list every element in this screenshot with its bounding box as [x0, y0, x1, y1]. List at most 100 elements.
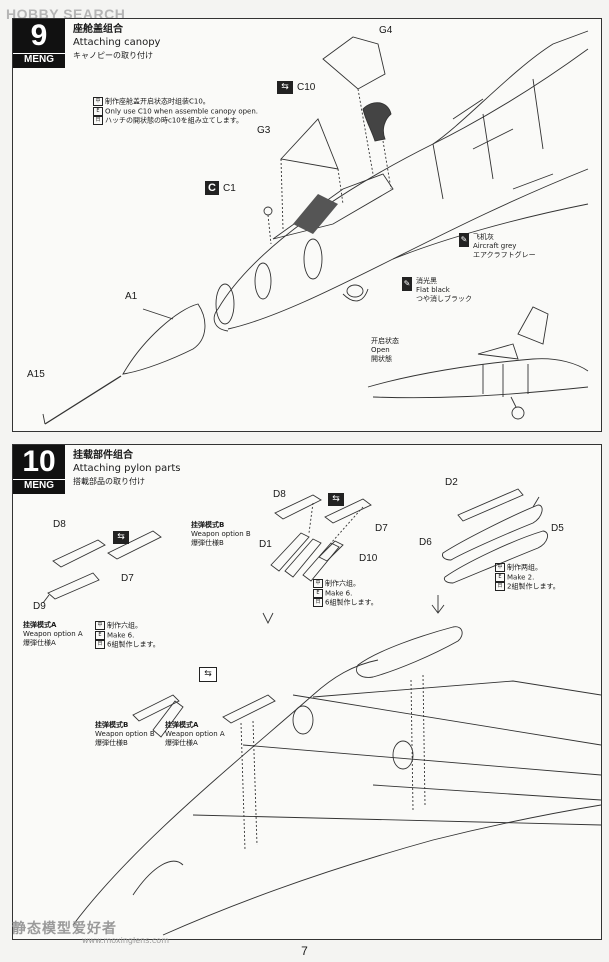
swap-arrows-icon: ⇆	[113, 531, 129, 544]
moxing-watermark: 静态模型爱好者	[12, 921, 117, 937]
part-d8-label: D8	[53, 519, 66, 530]
part-d8-label: D8	[273, 489, 286, 500]
part-c10-label: C10	[297, 82, 316, 93]
note-cn: 制作座舱盖开启状态时组装C10。	[105, 97, 210, 106]
note-cn: 制作六组。	[325, 579, 360, 588]
step-9-panel: 9 MENG 座舱盖组合 Attaching canopy キャノピーの取り付け	[12, 18, 602, 432]
part-d5-label: D5	[551, 523, 564, 534]
paint-flat-black: ✎ 消光黑 Flat black つや消しブラック	[402, 277, 472, 304]
weapon-option-a-label: 挂弹模式A Weapon option A 爆弾仕様A	[165, 721, 225, 748]
paint-brush-icon: ✎	[459, 233, 469, 247]
page-number: 7	[301, 944, 308, 958]
note-jp: 6組製作します。	[107, 640, 160, 649]
option-en: Weapon option B	[95, 730, 155, 738]
paint-cn: 飞机灰	[473, 233, 494, 241]
option-cn: 挂弹模式A	[165, 721, 199, 729]
part-d6-label: D6	[419, 537, 432, 548]
step-9-badge: 9 MENG	[13, 19, 65, 68]
title-jp: 搭載部品の取り付け	[73, 477, 145, 486]
step-10-panel: 10 MENG 挂载部件组合 Attaching pylon parts 搭載部…	[12, 444, 602, 940]
option-en: Weapon option A	[23, 630, 83, 638]
moxing-watermark-url: www.moxinglens.com	[82, 936, 169, 945]
paint-brush-icon: ✎	[402, 277, 412, 291]
swap-arrows-icon: ⇆	[199, 667, 217, 682]
part-d10-label: D10	[359, 553, 378, 564]
note-jp: 6組製作します。	[325, 598, 378, 607]
part-c1-label: C1	[223, 183, 236, 194]
note-jp: ハッチの開状態の時c10を組み立てします。	[105, 116, 244, 125]
title-en: Attaching pylon parts	[73, 463, 181, 474]
option-jp: 爆弾仕様B	[95, 739, 128, 747]
note-en: Only use C10 when assemble canopy open.	[105, 107, 259, 115]
note-box-icon: E	[313, 588, 323, 598]
paint-cn: 消光黑	[416, 277, 437, 285]
step-10-title: 挂载部件组合 Attaching pylon parts 搭載部品の取り付け	[73, 449, 181, 488]
note-cn: 制作两组。	[507, 563, 542, 572]
option-en: Weapon option B	[191, 530, 251, 538]
option-jp: 爆弾仕様A	[165, 739, 198, 747]
note-cn: 制作六组。	[107, 621, 142, 630]
step-9-title: 座舱盖组合 Attaching canopy キャノピーの取り付け	[73, 23, 160, 62]
paint-jp: つや消しブラック	[416, 295, 472, 303]
paint-jp: エアクラフトグレー	[473, 251, 536, 259]
note-box-icon: 中	[313, 579, 323, 588]
step-10-badge: 10 MENG	[13, 445, 65, 494]
part-d9-label: D9	[33, 601, 46, 612]
part-d1-label: D1	[259, 539, 272, 550]
option-jp: 爆弾仕様A	[23, 639, 56, 647]
note-box-icon: 中	[93, 97, 103, 106]
step-10-illustration	[42, 488, 601, 936]
title-jp: キャノピーの取り付け	[73, 51, 153, 60]
option-en: Weapon option A	[165, 730, 225, 738]
part-g4-label: G4	[379, 25, 393, 36]
open-en: Open	[371, 346, 390, 354]
title-en: Attaching canopy	[73, 37, 161, 48]
paint-en: Flat black	[416, 286, 450, 294]
part-d7-label: D7	[121, 573, 134, 584]
note-en: Make 6.	[107, 631, 135, 639]
swap-arrows-icon: ⇆	[277, 81, 293, 94]
note-en: Make 6.	[325, 589, 353, 597]
weapon-option-b-label: 挂弹模式B Weapon option B 爆弾仕様B	[191, 521, 251, 548]
part-d7-label: D7	[375, 523, 388, 534]
note-box-icon: E	[95, 630, 105, 640]
note-box-icon: 中	[495, 563, 505, 572]
open-cn: 开启状态	[371, 337, 399, 345]
paint-aircraft-grey: ✎ 飞机灰 Aircraft grey エアクラフトグレー	[459, 233, 536, 260]
weapon-option-b-label: 挂弹模式B Weapon option B 爆弾仕様B	[95, 721, 155, 748]
brand-logo: MENG	[13, 479, 65, 494]
step-9-illustration	[42, 30, 589, 425]
step-number: 10	[22, 445, 56, 478]
option-cn: 挂弹模式B	[95, 721, 129, 729]
note-jp: 2組製作します。	[507, 582, 560, 591]
note-box-icon: 日	[95, 640, 105, 649]
part-g3-label: G3	[257, 125, 271, 136]
note-en: Make 2.	[507, 573, 535, 581]
swap-arrows-icon: ⇆	[328, 493, 344, 506]
part-a15-label: A15	[27, 369, 45, 380]
note-box-icon: E	[495, 572, 505, 582]
open-jp: 開状態	[371, 355, 392, 363]
option-cn: 挂弹模式B	[191, 521, 225, 529]
weapon-option-a-label: 挂弹模式A Weapon option A 爆弾仕様A	[23, 621, 83, 648]
part-a1-label: A1	[125, 291, 138, 302]
open-state-label: 开启状态 Open 開状態	[371, 337, 399, 364]
paint-en: Aircraft grey	[473, 242, 517, 250]
step-number: 9	[30, 19, 48, 52]
brand-logo: MENG	[13, 53, 65, 68]
title-cn: 挂载部件组合	[73, 450, 133, 461]
note-box-icon: 日	[93, 116, 103, 125]
part-d2-label: D2	[445, 477, 458, 488]
note-box-icon: 中	[95, 621, 105, 630]
note-box-icon: E	[93, 106, 103, 116]
option-cn: 挂弹模式A	[23, 621, 57, 629]
note-box-icon: 日	[313, 598, 323, 607]
sprue-c-marker: C	[205, 181, 219, 195]
note-box-icon: 日	[495, 582, 505, 591]
title-cn: 座舱盖组合	[73, 24, 123, 35]
option-jp: 爆弾仕様B	[191, 539, 224, 547]
